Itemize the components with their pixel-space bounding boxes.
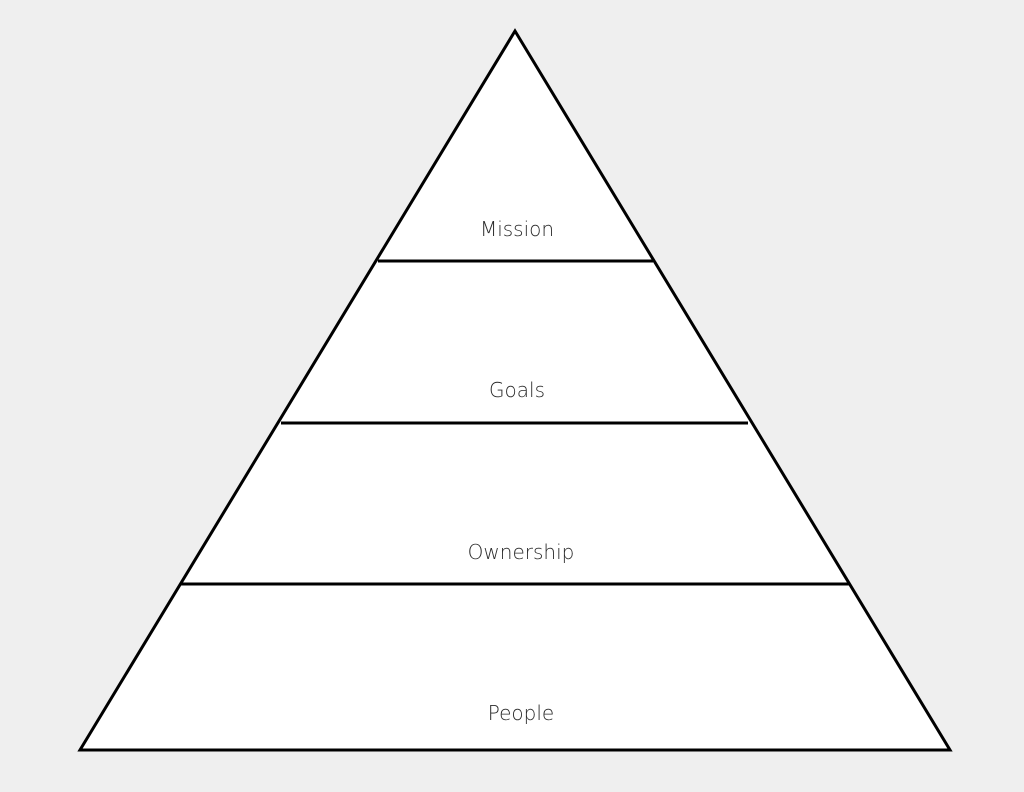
level-label-people: People	[488, 701, 554, 725]
level-label-ownership: Ownership	[468, 540, 575, 564]
level-label-mission: Mission	[480, 217, 554, 241]
pyramid-outline	[77, 28, 953, 752]
level-label-goals: Goals	[489, 378, 545, 402]
